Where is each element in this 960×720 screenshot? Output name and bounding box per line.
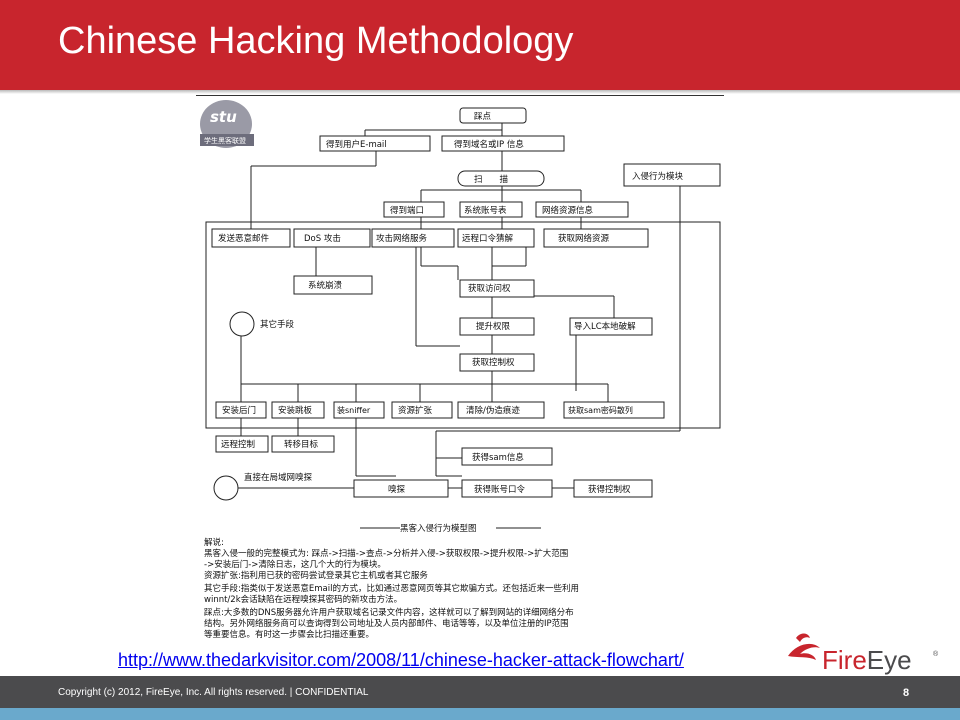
label-escalate-privilege: 提升权限: [476, 321, 511, 332]
other-methods-circle: [229, 311, 255, 337]
box-system-accounts: [459, 201, 523, 218]
label-recon: 踩点: [474, 111, 492, 122]
label-network-resource-info: 网络资源信息: [542, 205, 594, 216]
box-get-ports: [383, 201, 445, 218]
explanation-block: 解说: 黑客入侵一般的完整模式为: 踩点->扫描->查点->分析并入侵->获取权…: [204, 537, 579, 640]
box-get-domain-ip: [441, 135, 565, 152]
label-get-control: 获取控制权: [472, 357, 515, 368]
label-clear-fake-traces: 清除/伪造痕迹: [466, 405, 520, 416]
source-link[interactable]: http://www.thedarkvisitor.com/2008/11/ch…: [118, 650, 684, 670]
box-transfer-target: [271, 435, 335, 453]
explanation-line: 等重要信息。有时这一步骤会比扫描还重要。: [204, 629, 374, 640]
explanation-heading: 解说:: [204, 537, 224, 548]
explanation-line: 结构。另外网络服务商可以查询得到公司地址及人员内部邮件、电话等等，以及单位注册的…: [204, 618, 569, 629]
label-scan: 扫 描: [474, 174, 509, 185]
box-attack-network-service: [371, 228, 455, 248]
header-shadow: [0, 90, 960, 94]
flowchart-figure: stu 学生黑客联盟: [196, 95, 724, 644]
slide-header: [0, 0, 960, 90]
box-dos-attack: [293, 228, 371, 248]
flowchart-boxes: [211, 107, 721, 501]
box-clear-fake-traces: [457, 401, 545, 419]
label-intrusion-module: 入侵行为模块: [632, 171, 684, 182]
label-install-pivot: 安装跳板: [278, 405, 313, 416]
label-install-backdoor: 安装后门: [222, 405, 256, 416]
label-install-sniffer: 装sniffer: [337, 405, 371, 415]
box-get-access: [459, 279, 535, 298]
label-get-control2: 获得控制权: [588, 484, 631, 495]
box-get-sam-info: [461, 447, 553, 466]
explanation-line: 资源扩张:指利用已获的密码尝试登录其它主机或者其它服务: [204, 570, 428, 581]
box-sniff: [353, 479, 449, 498]
label-system-crash: 系统崩溃: [308, 280, 343, 291]
box-network-resource-info: [535, 201, 629, 218]
box-get-control: [459, 353, 535, 372]
label-get-network-resources: 获取网络资源: [558, 233, 610, 244]
copyright-text: Copyright (c) 2012, FireEye, Inc. All ri…: [58, 687, 369, 698]
label-attack-network-service: 攻击网络服务: [376, 233, 428, 244]
label-system-accounts: 系统账号表: [464, 205, 507, 216]
box-get-email: [319, 135, 431, 152]
box-send-malicious-email: [211, 228, 291, 248]
logo-eye: Eye: [866, 645, 912, 675]
label-other-methods: 其它手段: [260, 319, 295, 330]
label-remote-password-guess: 远程口令猜解: [462, 233, 514, 244]
box-remote-password-guess: [457, 228, 535, 248]
fireeye-logo: [788, 633, 820, 660]
label-get-email: 得到用户E-mail: [326, 139, 387, 150]
box-resource-expansion: [391, 401, 453, 419]
box-recon: [459, 107, 527, 124]
label-send-malicious-email: 发送恶意邮件: [218, 233, 270, 244]
lan-sniff-circle: [213, 475, 239, 501]
box-scan: [457, 170, 545, 187]
page-number: 8: [903, 687, 910, 699]
box-install-sniffer: [333, 401, 385, 419]
slide-title: Chinese Hacking Methodology: [58, 20, 574, 62]
flowchart-caption: 黑客入侵行为模型图: [400, 523, 477, 534]
badge-logo: stu 学生黑客联盟: [200, 100, 254, 148]
label-lan-sniff: 直接在局域网嗅探: [244, 472, 313, 483]
label-get-access: 获取访问权: [468, 283, 511, 294]
explanation-line: ->安装后门->清除日志，这几个大的行为模块。: [204, 559, 386, 570]
label-transfer-target: 转移目标: [284, 439, 319, 450]
label-resource-expansion: 资源扩张: [398, 405, 433, 416]
badge-initials: stu: [210, 108, 237, 126]
flowchart-labels: 踩点 得到用户E-mail 得到域名或IP 信息 入侵行为模块 扫 描 得到端口…: [218, 111, 684, 495]
box-intrusion-module: [623, 163, 721, 187]
slide-footer: [0, 676, 960, 708]
label-dos-attack: DoS 攻击: [304, 233, 341, 244]
label-remote-control: 远程控制: [221, 439, 255, 450]
badge-text: 学生黑客联盟: [204, 136, 246, 145]
label-import-lc-crack: 导入LC本地破解: [574, 321, 636, 332]
box-import-lc-crack: [569, 317, 653, 336]
explanation-line: 黑客入侵一般的完整模式为: 踩点->扫描->查点->分析并入侵->获取权限->提…: [204, 548, 568, 559]
footer-stripe: [0, 708, 960, 720]
box-get-account-password: [461, 479, 553, 498]
label-get-account-password: 获得账号口令: [474, 484, 526, 495]
explanation-line: 踩点:大多数的DNS服务器允许用户获取域名记录文件内容，这样就可以了解到网站的详…: [204, 607, 574, 618]
logo-wordmark: FireEye: [822, 645, 912, 676]
box-remote-control: [215, 435, 269, 453]
box-get-network-resources: [543, 228, 649, 248]
label-get-sam-info: 获得sam信息: [472, 452, 524, 463]
box-get-control2: [573, 479, 653, 498]
box-system-crash: [293, 275, 373, 295]
logo-trademark: ®: [933, 651, 939, 658]
explanation-line: winnt/2k会话缺陷在远程嗅探其密码的新攻击方法。: [204, 594, 402, 605]
flame-icon: [788, 643, 820, 660]
flowchart-svg: stu 学生黑客联盟: [200, 100, 721, 640]
flame-tip-icon: [796, 633, 810, 642]
flowchart-connectors: [226, 123, 681, 529]
label-get-sam-crack: 获取sam密码散列: [568, 405, 633, 415]
logo-fire: Fire: [822, 645, 867, 675]
box-escalate-privilege: [459, 317, 535, 336]
label-sniff: 嗅探: [388, 484, 406, 495]
box-install-backdoor: [215, 401, 267, 419]
label-get-ports: 得到端口: [390, 205, 424, 216]
explanation-line: 其它手段:指类似于发送恶意Email的方式，比如通过恶意网页等其它欺骗方式。还包…: [204, 583, 579, 594]
box-install-pivot: [271, 401, 325, 419]
box-get-sam-crack: [563, 401, 665, 419]
label-get-domain-ip: 得到域名或IP 信息: [454, 139, 524, 150]
intrusion-module-frame: [205, 221, 721, 429]
